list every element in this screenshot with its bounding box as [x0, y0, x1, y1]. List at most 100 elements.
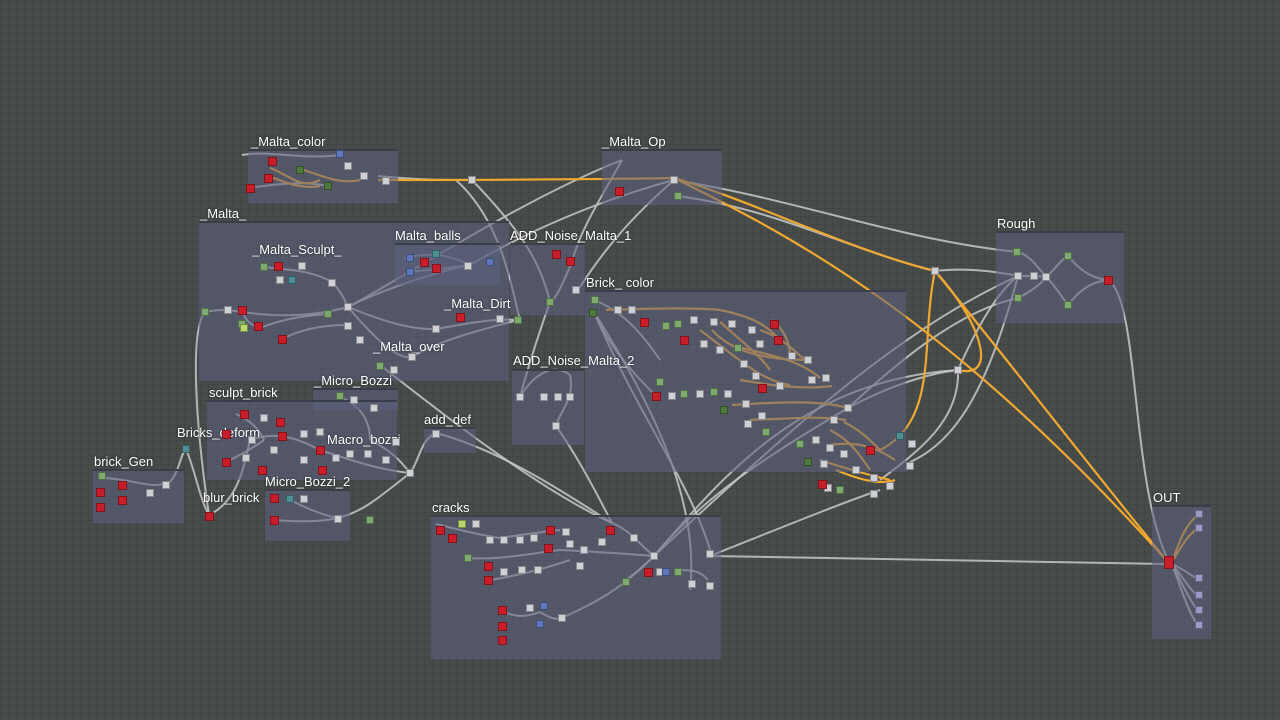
- graph-node[interactable]: [300, 430, 308, 438]
- graph-node[interactable]: [344, 322, 352, 330]
- graph-node[interactable]: [224, 306, 232, 314]
- graph-node[interactable]: [222, 430, 231, 439]
- graph-node[interactable]: [852, 466, 860, 474]
- frame-add-noise-malta-2[interactable]: [512, 369, 584, 445]
- graph-node[interactable]: [652, 392, 661, 401]
- graph-node[interactable]: [758, 384, 767, 393]
- graph-node[interactable]: [650, 552, 658, 560]
- graph-node[interactable]: [201, 308, 209, 316]
- graph-node[interactable]: [364, 450, 372, 458]
- graph-node[interactable]: [486, 258, 494, 266]
- graph-node[interactable]: [270, 446, 278, 454]
- graph-node[interactable]: [716, 346, 724, 354]
- graph-node[interactable]: [500, 568, 508, 576]
- graph-node[interactable]: [870, 490, 878, 498]
- graph-node[interactable]: [688, 580, 696, 588]
- graph-node[interactable]: [1064, 301, 1072, 309]
- graph-node[interactable]: [484, 576, 493, 585]
- graph-node[interactable]: [472, 520, 480, 528]
- graph-node[interactable]: [680, 390, 688, 398]
- graph-node[interactable]: [1014, 272, 1022, 280]
- graph-node[interactable]: [300, 456, 308, 464]
- graph-node[interactable]: [566, 393, 574, 401]
- graph-node[interactable]: [674, 568, 682, 576]
- graph-node[interactable]: [748, 326, 756, 334]
- graph-node[interactable]: [566, 540, 574, 548]
- graph-node[interactable]: [238, 306, 247, 315]
- graph-node[interactable]: [456, 313, 465, 322]
- graph-node[interactable]: [336, 392, 344, 400]
- graph-node[interactable]: [776, 382, 784, 390]
- frame-malta-op[interactable]: [602, 149, 722, 205]
- graph-node[interactable]: [758, 412, 766, 420]
- graph-node[interactable]: [248, 436, 256, 444]
- graph-node[interactable]: [258, 466, 267, 475]
- graph-node[interactable]: [668, 392, 676, 400]
- graph-node[interactable]: [486, 536, 494, 544]
- graph-node[interactable]: [382, 456, 390, 464]
- graph-node[interactable]: [432, 430, 440, 438]
- graph-node[interactable]: [1104, 276, 1113, 285]
- graph-node[interactable]: [896, 432, 904, 440]
- graph-node[interactable]: [774, 336, 783, 345]
- graph-node[interactable]: [406, 469, 414, 477]
- graph-node[interactable]: [270, 516, 279, 525]
- graph-node[interactable]: [146, 489, 154, 497]
- graph-node[interactable]: [674, 320, 682, 328]
- frame-brick-gen[interactable]: [93, 469, 184, 523]
- graph-node[interactable]: [432, 264, 441, 273]
- frame-label-malta-dirt[interactable]: _Malta_Dirt: [444, 296, 511, 311]
- graph-node[interactable]: [328, 279, 336, 287]
- graph-node[interactable]: [818, 480, 827, 489]
- graph-node[interactable]: [514, 316, 522, 324]
- graph-node[interactable]: [591, 296, 599, 304]
- graph-node[interactable]: [498, 622, 507, 631]
- graph-node[interactable]: [246, 184, 255, 193]
- graph-node[interactable]: [286, 495, 294, 503]
- graph-node[interactable]: [546, 526, 555, 535]
- graph-node[interactable]: [720, 406, 728, 414]
- graph-node[interactable]: [756, 340, 764, 348]
- graph-node[interactable]: [788, 352, 796, 360]
- graph-node[interactable]: [316, 446, 325, 455]
- graph-node[interactable]: [344, 162, 352, 170]
- graph-node[interactable]: [316, 428, 324, 436]
- graph-node[interactable]: [406, 254, 414, 262]
- graph-node[interactable]: [390, 366, 398, 374]
- graph-node[interactable]: [356, 336, 364, 344]
- graph-node[interactable]: [598, 538, 606, 546]
- graph-node[interactable]: [866, 446, 875, 455]
- graph-node[interactable]: [572, 286, 580, 294]
- graph-node[interactable]: [804, 458, 812, 466]
- graph-node[interactable]: [468, 176, 476, 184]
- graph-node[interactable]: [1014, 294, 1022, 302]
- graph-node[interactable]: [240, 324, 248, 332]
- graph-node[interactable]: [1013, 248, 1021, 256]
- graph-node[interactable]: [526, 604, 534, 612]
- graph-node[interactable]: [622, 578, 630, 586]
- graph-node[interactable]: [516, 536, 524, 544]
- graph-node[interactable]: [448, 534, 457, 543]
- graph-node[interactable]: [334, 515, 342, 523]
- graph-node[interactable]: [640, 318, 649, 327]
- graph-node[interactable]: [96, 488, 105, 497]
- graph-node[interactable]: [464, 554, 472, 562]
- frame-label-malta[interactable]: _Malta_: [200, 206, 247, 221]
- graph-node[interactable]: [710, 318, 718, 326]
- graph-node[interactable]: [324, 310, 332, 318]
- graph-node[interactable]: [826, 444, 834, 452]
- graph-node[interactable]: [820, 460, 828, 468]
- frame-label-cracks[interactable]: cracks: [432, 500, 470, 515]
- frame-label-malta-op[interactable]: _Malta_Op: [602, 134, 666, 149]
- graph-node[interactable]: [836, 486, 844, 494]
- graph-node[interactable]: [318, 466, 327, 475]
- frame-label-add-noise-malta-2[interactable]: ADD_Noise_Malta_2: [513, 353, 635, 368]
- graph-node[interactable]: [436, 526, 445, 535]
- graph-node[interactable]: [516, 393, 524, 401]
- graph-node[interactable]: [1195, 606, 1203, 614]
- graph-node[interactable]: [382, 177, 390, 185]
- graph-node[interactable]: [752, 372, 760, 380]
- graph-node[interactable]: [1164, 556, 1174, 569]
- graph-node[interactable]: [536, 620, 544, 628]
- graph-node[interactable]: [332, 454, 340, 462]
